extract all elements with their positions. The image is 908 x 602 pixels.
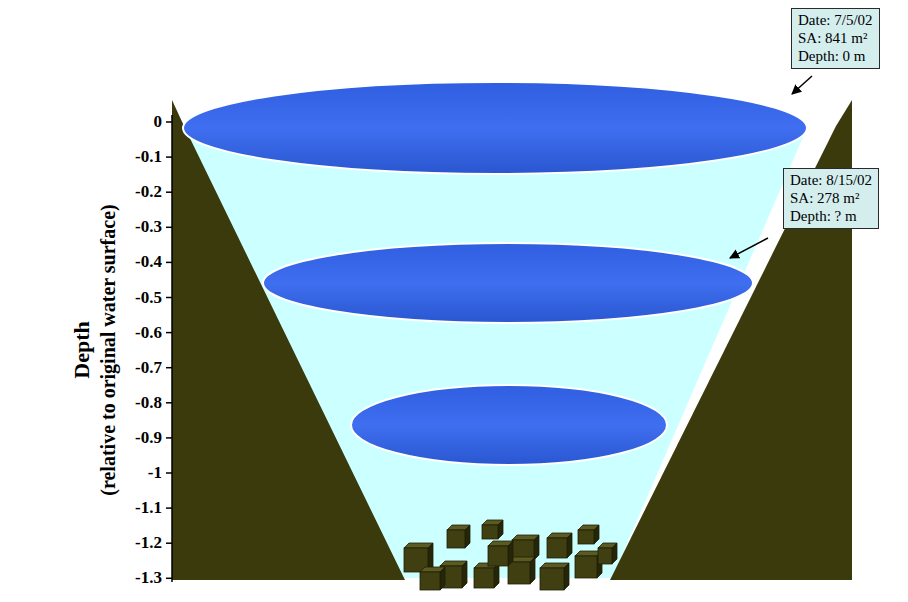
callout-text: Depth: ? m [790, 207, 872, 225]
tick-mark [166, 437, 172, 439]
tick-mark [166, 402, 172, 404]
rock [474, 568, 494, 588]
rock [567, 533, 572, 558]
rock [498, 520, 503, 539]
rock [420, 572, 440, 590]
rock [598, 548, 612, 564]
tick-label: -1.3 [102, 568, 162, 588]
tick-mark [166, 332, 172, 334]
rock [530, 557, 535, 584]
tick-label: -0.1 [102, 147, 162, 167]
rock [447, 530, 465, 548]
surface-lower [351, 385, 667, 465]
rock [564, 563, 569, 590]
rock [494, 563, 499, 588]
tick-mark [166, 156, 172, 158]
callout-text: Date: 7/5/02 [798, 11, 873, 29]
rock [482, 525, 498, 539]
rock [508, 562, 530, 584]
tick-label: -1.2 [102, 533, 162, 553]
surface-7-5-02 [183, 82, 807, 174]
tick-label: -0.5 [102, 288, 162, 308]
callout-text: Date: 8/15/02 [790, 171, 872, 189]
rock [462, 561, 467, 588]
tick-label: -0.7 [102, 358, 162, 378]
rock [440, 567, 445, 590]
y-axis [171, 115, 173, 582]
tick-label: -0.9 [102, 428, 162, 448]
rock [612, 543, 617, 564]
rock [547, 538, 567, 558]
tick-mark [166, 227, 172, 229]
tick-label: 0 [102, 112, 162, 132]
tick-label: -0.6 [102, 323, 162, 343]
tick-mark [166, 472, 172, 474]
tick-label: -1 [102, 463, 162, 483]
tick-label: -1.1 [102, 498, 162, 518]
rock [488, 546, 508, 566]
tick-mark [166, 297, 172, 299]
surface-8-15-02 [263, 243, 753, 323]
axis-title: (relative to original water surface) [96, 204, 120, 495]
bottom-rocks [404, 520, 617, 590]
callout-text: SA: 278 m² [790, 189, 872, 207]
leader-arrow [792, 76, 812, 94]
tick-label: -0.3 [102, 217, 162, 237]
tick-mark [166, 578, 172, 580]
tick-mark [166, 507, 172, 509]
tick-mark [166, 367, 172, 369]
tick-mark [166, 542, 172, 544]
tick-label: -0.8 [102, 393, 162, 413]
rock [594, 525, 599, 544]
callout-box: Date: 7/5/02SA: 841 m²Depth: 0 m [791, 8, 880, 69]
tick-mark [166, 191, 172, 193]
rock [508, 541, 513, 566]
rock [578, 530, 594, 544]
callout-box: Date: 8/15/02SA: 278 m²Depth: ? m [783, 168, 879, 229]
axis-title: Depth [69, 321, 95, 378]
tick-label: -0.2 [102, 182, 162, 202]
callout-text: Depth: 0 m [798, 47, 873, 65]
rock [534, 535, 539, 560]
callout-text: SA: 841 m² [798, 29, 873, 47]
leader-arrow [730, 238, 768, 258]
rock [575, 556, 597, 578]
tick-mark [166, 262, 172, 264]
rock [465, 525, 470, 548]
axis-ticks [166, 122, 172, 578]
tick-label: -0.4 [102, 252, 162, 272]
tick-mark [166, 121, 172, 123]
rock [540, 568, 564, 590]
left-bank [172, 100, 405, 580]
